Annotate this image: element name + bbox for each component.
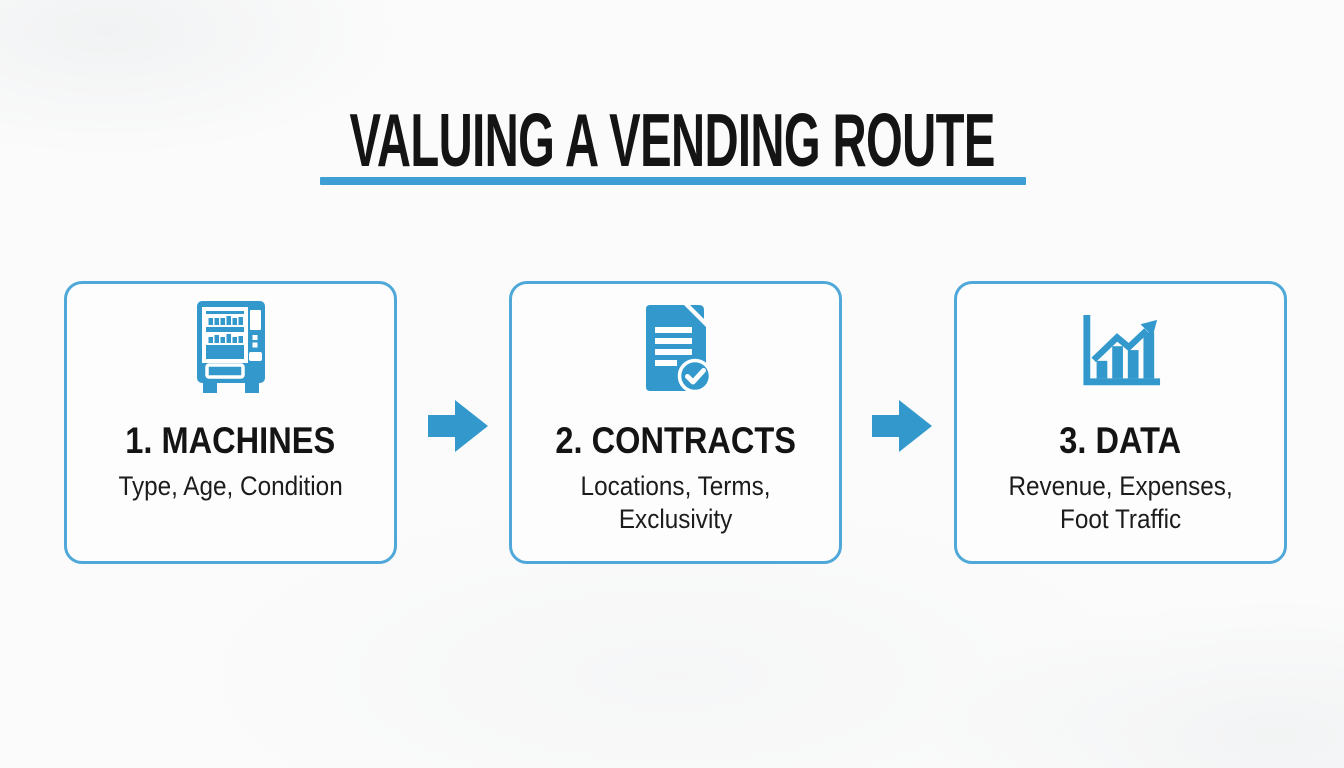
step-heading: 2. CONTRACTS bbox=[555, 420, 796, 461]
arrow-right-icon bbox=[428, 400, 488, 452]
step-heading: 1. MACHINES bbox=[125, 420, 336, 461]
document-check-icon bbox=[638, 301, 714, 395]
step-subtitle: Revenue, Expenses, Foot Traffic bbox=[1008, 471, 1233, 534]
step-card-data: 3. DATA Revenue, Expenses, Foot Traffic bbox=[954, 281, 1287, 564]
page-title: VALUING A VENDING ROUTE bbox=[349, 98, 995, 182]
step-subtitle: Type, Age, Condition bbox=[118, 471, 343, 501]
step-subtitle: Locations, Terms, Exclusivity bbox=[580, 471, 771, 534]
bar-chart-growth-icon bbox=[1078, 301, 1164, 395]
arrow-right-icon bbox=[872, 400, 932, 452]
title-underline bbox=[320, 177, 1026, 185]
step-card-contracts: 2. CONTRACTS Locations, Terms, Exclusivi… bbox=[509, 281, 842, 564]
header: VALUING A VENDING ROUTE bbox=[0, 103, 1344, 178]
step-card-machines: 1. MACHINES Type, Age, Condition bbox=[64, 281, 397, 564]
vending-machine-icon bbox=[192, 301, 270, 395]
step-heading: 3. DATA bbox=[1059, 420, 1182, 461]
